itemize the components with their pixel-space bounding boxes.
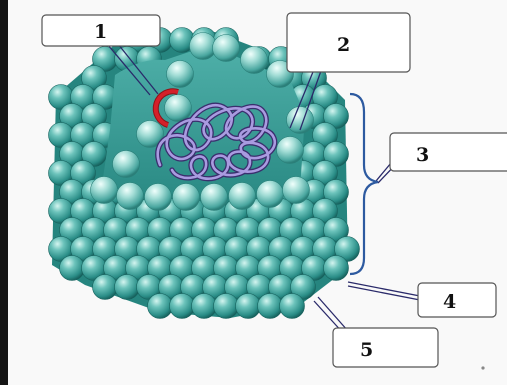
stray-dot: [481, 366, 484, 369]
rim-capsomere: [257, 181, 284, 208]
rim-capsomere: [113, 151, 140, 178]
leader-line-4b: [348, 286, 420, 300]
label-3: 3: [416, 144, 429, 166]
capsomere: [258, 294, 283, 319]
leader-line-4a: [348, 282, 420, 296]
rim-capsomere: [213, 35, 240, 62]
capsomere: [60, 256, 85, 281]
leader-line-5a: [318, 297, 348, 331]
rim-capsomere: [173, 184, 200, 211]
capsomere: [280, 294, 305, 319]
rim-capsomere: [283, 177, 310, 204]
callout-box-4: [418, 283, 496, 317]
callout-4: 4: [418, 283, 496, 317]
rim-capsomere: [117, 183, 144, 210]
callout-box-5: [333, 328, 438, 367]
left-border: [0, 0, 8, 385]
rim-capsomere: [229, 183, 256, 210]
capsomere: [148, 294, 173, 319]
capsomere: [170, 294, 195, 319]
callout-1: 1: [42, 15, 160, 46]
rim-capsomere: [145, 184, 172, 211]
capsomere: [236, 294, 261, 319]
callout-5: 5: [333, 328, 438, 367]
callout-box-3: [390, 133, 507, 171]
rim-capsomere: [241, 47, 268, 74]
label-4: 4: [443, 291, 456, 313]
callout-2: 2: [287, 13, 410, 72]
rim-capsomere: [91, 177, 118, 204]
label-2: 2: [337, 34, 350, 56]
label-5: 5: [360, 339, 373, 361]
capsomere: [324, 256, 349, 281]
capsomere: [214, 294, 239, 319]
rim-capsomere: [277, 137, 304, 164]
callout-3: 3: [390, 133, 507, 171]
capsomere: [192, 294, 217, 319]
capsomere: [115, 275, 140, 300]
label-1: 1: [94, 21, 107, 43]
capsomere: [93, 275, 118, 300]
rim-capsomere: [165, 95, 192, 122]
rim-capsomere: [201, 184, 228, 211]
rim-capsomere: [167, 61, 194, 88]
